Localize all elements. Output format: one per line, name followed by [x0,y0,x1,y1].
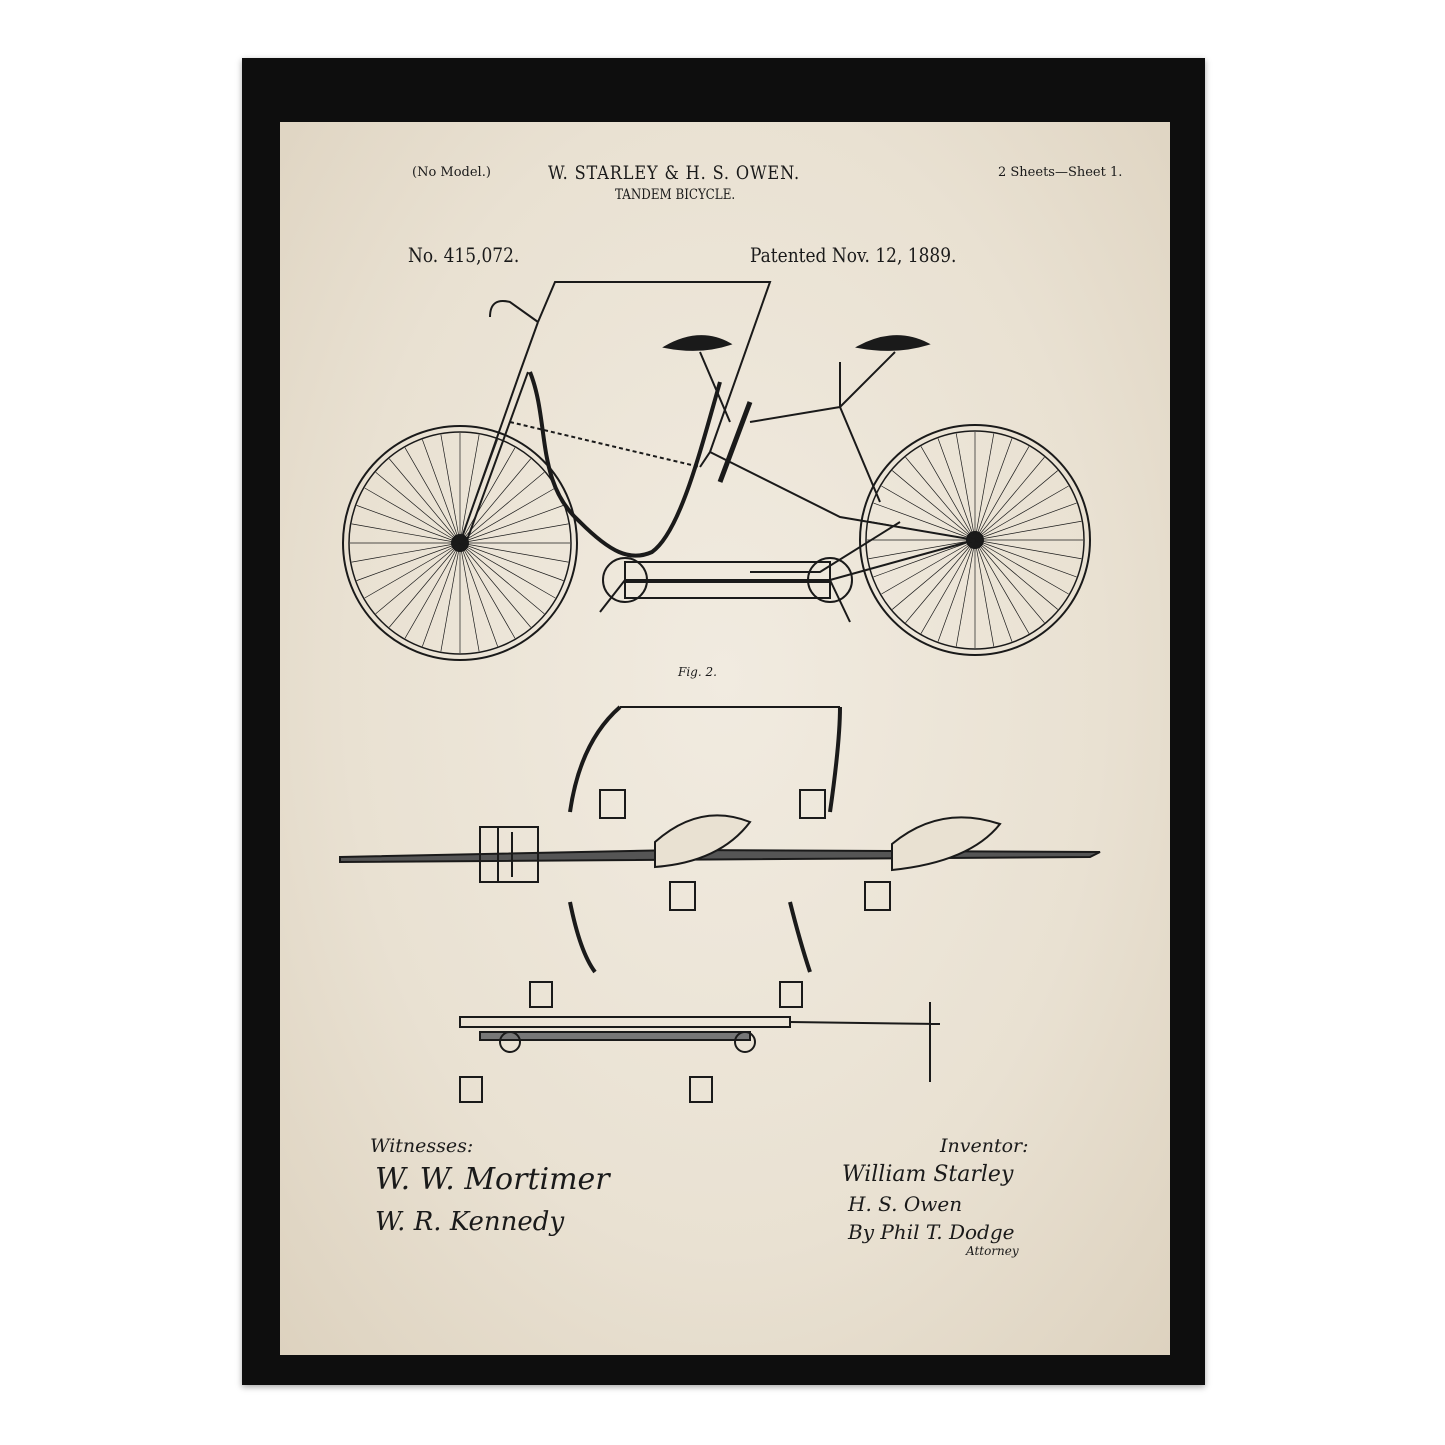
wheel-spoke [459,472,545,544]
wheel-spoke [375,542,461,614]
wheel-spoke [881,539,976,595]
wheel-spoke [389,458,461,544]
wheel-spoke [389,542,461,628]
wheel-spoke [892,539,976,610]
wheel-spoke [459,542,569,563]
curved-frame-tube [528,371,722,558]
chain-case [624,561,831,581]
wheel-spoke [892,470,976,541]
wheel-spoke [974,539,1013,642]
figure-3-plan-view [459,981,941,1103]
attorney-signature: By Phil T. Dodge [848,1220,1015,1244]
wheel-spoke [459,523,569,544]
wheel-spoke [974,539,1030,634]
front-fork [459,321,539,544]
inventor-signature-2: H. S. Owen [848,1192,963,1216]
wheel-spoke [351,542,461,563]
wheel-spoke [459,542,480,652]
stoker-tube [717,401,753,483]
wheel-spoke [873,539,976,578]
main-frame [709,362,976,573]
sheet-note: 2 Sheets—Sheet 1. [998,165,1123,180]
wheel-spoke [920,446,976,541]
wheel-spoke [905,457,976,541]
wheel-spoke [873,502,976,541]
front-handlebar [489,281,618,323]
wheel-spoke [974,438,1013,541]
figure-2-label: Fig. 2. [678,665,717,679]
witnesses-label: Witnesses: [370,1135,474,1157]
wheel-spoke [440,434,461,544]
saddle-rear [855,335,931,351]
wheel-spoke [404,542,461,639]
wheel-spoke [974,539,1058,610]
wheel-spoke [937,539,976,642]
attorney-label: Attorney [966,1244,1019,1258]
rear-handlebar [618,281,772,468]
patent-date: Patented Nov. 12, 1889. [750,243,957,267]
wheel-spoke [459,542,498,647]
wheel-spoke [974,470,1058,541]
crank-front [602,557,648,603]
front-wheel [342,425,578,661]
wheel-spoke [974,539,1045,623]
wheel-spoke [974,485,1069,541]
wheel-spoke [905,539,976,623]
wheel-spoke [351,523,461,544]
wheel-spoke [459,542,556,599]
saddle-front [662,335,733,351]
wheel-spoke [459,447,516,544]
patent-title: TANDEM BICYCLE. [615,187,736,203]
wheel-spoke [422,542,461,647]
wheel-spoke [364,542,461,599]
wheel-spoke [356,542,461,581]
wheel-spoke [422,439,461,544]
wheel-spoke [459,505,564,544]
wheel-spoke [459,542,531,628]
patent-inventors: W. STARLEY & H. S. OWEN. [548,162,801,184]
wheel-spoke [974,539,995,647]
witness-signature-2: W. R. Kennedy [375,1207,565,1237]
figure-1-side-view [342,281,1091,661]
inventor-signature-1: William Starley [842,1162,1014,1187]
wheel-spoke [920,539,976,634]
wheel-spoke [459,542,516,639]
wheel-spoke [974,446,1030,541]
figure-2-top-view [339,705,1101,974]
wheel-spoke [974,457,1045,541]
wheel-spoke [375,472,461,544]
patent-print: (No Model.) 2 Sheets—Sheet 1. W. STARLEY… [280,122,1170,1355]
wheel-spoke [459,542,564,581]
wheel-spoke [881,485,976,541]
wheel-spoke [974,502,1077,541]
witness-signature-1: W. W. Mortimer [375,1162,610,1197]
wheel-spoke [955,539,976,647]
inventor-label: Inventor: [940,1135,1029,1157]
wheel-spoke [364,487,461,544]
wheel-spoke [356,505,461,544]
wheel-spoke [974,539,1077,578]
wheel-spoke [974,539,1069,595]
wheel-spoke [440,542,461,652]
wheel-spoke [974,433,995,541]
wheel-spoke [974,520,1082,541]
wheel-spoke [459,487,556,544]
model-note: (No Model.) [412,165,491,180]
wheel-spoke [955,433,976,541]
wheel-spoke [404,447,461,544]
patent-number: No. 415,072. [408,243,520,267]
wheel-spoke [868,539,976,560]
patent-drawings [339,281,1101,1103]
crank-rear [807,557,853,603]
wheel-spoke [974,539,1082,560]
wheel-spoke [937,438,976,541]
wheel-spoke [459,434,480,544]
wheel-spoke [459,542,545,614]
